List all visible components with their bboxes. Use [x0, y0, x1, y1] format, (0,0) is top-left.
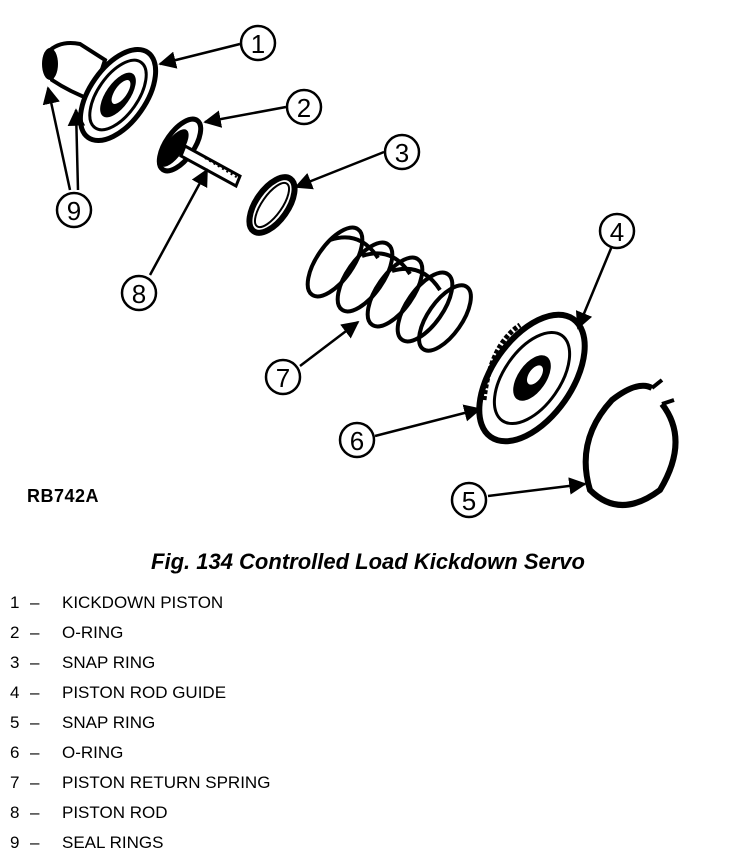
- parts-legend: 1–KICKDOWN PISTON 2–O-RING 3–SNAP RING 4…: [10, 588, 270, 858]
- leader-4: [575, 245, 614, 330]
- svg-text:6: 6: [350, 426, 364, 456]
- callout-6: 6: [338, 421, 376, 459]
- svg-text:7: 7: [276, 363, 290, 393]
- svg-text:8: 8: [132, 279, 146, 309]
- callout-4: 4: [598, 212, 636, 250]
- legend-dash: –: [30, 803, 40, 822]
- leader-9b: [67, 108, 86, 191]
- legend-number: 1: [10, 593, 20, 612]
- exploded-servo-diagram: 1 2 3 4 5 6 7 8 9: [42, 24, 679, 519]
- leader-2: [203, 105, 287, 128]
- callout-5: 5: [450, 481, 488, 519]
- legend-label: KICKDOWN PISTON: [62, 593, 224, 612]
- legend-dash: –: [30, 773, 40, 792]
- leader-3: [294, 150, 385, 190]
- legend-number: 9: [10, 833, 20, 852]
- callout-3: 3: [383, 133, 421, 171]
- legend-dash: –: [30, 713, 40, 732]
- svg-text:5: 5: [462, 486, 476, 516]
- legend-number: 5: [10, 713, 20, 732]
- legend-number: 4: [10, 683, 20, 702]
- figure-code: RB742A: [27, 486, 100, 506]
- legend-number: 2: [10, 623, 20, 642]
- legend-label: PISTON ROD: [62, 803, 168, 822]
- legend-label: SEAL RINGS: [62, 833, 164, 852]
- legend-dash: –: [30, 743, 40, 762]
- snap-ring-5-part: [582, 378, 679, 508]
- legend-item: 3– SNAP RING: [10, 648, 270, 678]
- callout-2: 2: [285, 88, 323, 126]
- legend-number: 7: [10, 773, 20, 792]
- legend-dash: –: [30, 683, 40, 702]
- piston-rod-part: [179, 143, 242, 189]
- callout-9: 9: [55, 191, 93, 229]
- legend-item: 1– KICKDOWN PISTON: [10, 588, 270, 618]
- piston-return-spring-part: [305, 225, 473, 353]
- svg-text:2: 2: [297, 93, 311, 123]
- legend-number: 8: [10, 803, 20, 822]
- legend-item: 8– PISTON ROD: [10, 798, 270, 828]
- legend-dash: –: [30, 653, 40, 672]
- o-ring-6-part: [481, 322, 522, 401]
- legend-number: 6: [10, 743, 20, 762]
- legend-item: 6– O-RING: [10, 738, 270, 768]
- svg-text:9: 9: [67, 196, 81, 226]
- legend-dash: –: [30, 623, 40, 642]
- legend-label: SNAP RING: [62, 653, 156, 672]
- legend-item: 7– PISTON RETURN SPRING: [10, 768, 270, 798]
- leader-9a: [42, 86, 72, 191]
- callout-7: 7: [264, 358, 302, 396]
- legend-label: PISTON ROD GUIDE: [62, 683, 227, 702]
- callout-1: 1: [239, 24, 277, 62]
- legend-number: 3: [10, 653, 20, 672]
- legend-label: O-RING: [62, 743, 124, 762]
- legend-dash: –: [30, 833, 40, 852]
- legend-label: PISTON RETURN SPRING: [62, 773, 271, 792]
- legend-item: 9– SEAL RINGS: [10, 828, 270, 858]
- leader-lines: [42, 42, 614, 498]
- leader-8: [148, 168, 209, 276]
- legend-item: 4– PISTON ROD GUIDE: [10, 678, 270, 708]
- legend-item: 2– O-RING: [10, 618, 270, 648]
- leader-7: [299, 320, 360, 367]
- svg-text:4: 4: [610, 217, 624, 247]
- legend-dash: –: [30, 593, 40, 612]
- legend-label: O-RING: [62, 623, 124, 642]
- callout-8: 8: [120, 274, 158, 312]
- kickdown-piston-part: [42, 41, 159, 144]
- snap-ring-3-part: [246, 174, 298, 236]
- figure-caption: Fig. 134 Controlled Load Kickdown Servo: [151, 549, 585, 574]
- svg-text:1: 1: [251, 29, 265, 59]
- legend-item: 5– SNAP RING: [10, 708, 270, 738]
- svg-text:3: 3: [395, 138, 409, 168]
- leader-1: [158, 42, 241, 69]
- legend-label: SNAP RING: [62, 713, 156, 732]
- leader-6: [374, 404, 482, 438]
- leader-5: [487, 477, 587, 498]
- piston-rod-guide-part: [476, 311, 588, 445]
